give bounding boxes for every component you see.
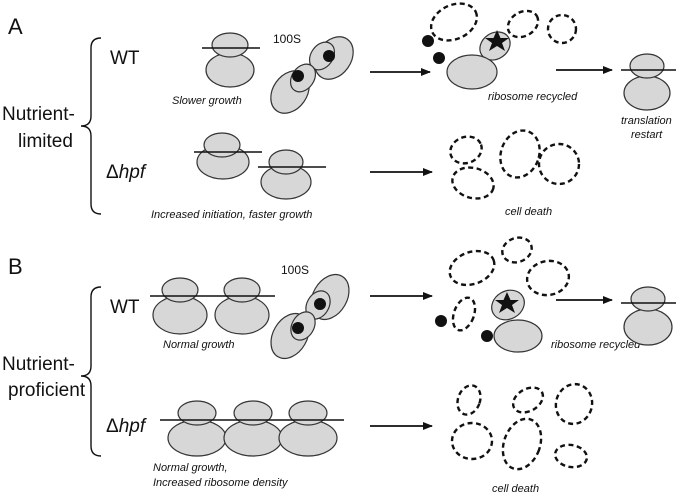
panel-a: A Nutrient- limited WT Δhpf 100S Slower …: [2, 2, 676, 221]
panel-b-death-label: cell death: [492, 483, 539, 495]
panel-b-wt-caption: Normal growth: [163, 339, 235, 351]
panel-a-mutant-caption: Increased initiation, faster growth: [151, 209, 312, 221]
panel-b-mutant-polysome: [160, 400, 344, 457]
panel-b-bracket: [80, 286, 102, 457]
panel-b-recycled-label: ribosome recycled: [551, 339, 641, 351]
hpf-dot: [422, 35, 434, 47]
panel-a-letter: A: [8, 14, 23, 39]
panel-b: B Nutrient- proficient WT Δhpf Normal gr…: [2, 236, 676, 495]
panel-a-100s-label: 100S: [273, 32, 301, 46]
panel-a-restart-ribosome: [621, 53, 676, 111]
panel-a-recycled-cluster: [422, 2, 578, 90]
panel-a-mutant-ribosome-2: [258, 149, 326, 200]
panel-b-100s-dimer: [270, 273, 350, 360]
hpf-dot: [435, 315, 447, 327]
panel-b-letter: B: [8, 254, 23, 279]
panel-b-mutant-label: Δhpf: [106, 416, 147, 437]
panel-a-restart-line1: translation: [621, 115, 672, 127]
panel-a-condition-line2: limited: [18, 131, 73, 152]
hpf-dot: [433, 52, 445, 64]
panel-b-100s-label: 100S: [281, 263, 309, 277]
panel-b-condition-line2: proficient: [8, 380, 86, 401]
panel-a-restart-line2: restart: [631, 129, 663, 141]
hpf-dot: [292, 322, 304, 334]
panel-b-mutant-caption-line1: Normal growth,: [153, 462, 228, 474]
panel-a-100s-dimer: [270, 36, 354, 114]
panel-b-condition-line1: Nutrient-: [2, 354, 75, 375]
hpf-dot: [314, 298, 326, 310]
panel-a-condition-line1: Nutrient-: [2, 104, 75, 125]
panel-b-dead-cluster: [450, 382, 594, 471]
panel-a-wt-label: WT: [110, 48, 140, 69]
panel-a-mutant-label: Δhpf: [106, 162, 147, 183]
panel-b-wt-label: WT: [110, 297, 140, 318]
hpf-dot: [323, 50, 335, 62]
panel-a-wt-caption: Slower growth: [172, 95, 242, 107]
star-icon: [495, 292, 519, 313]
panel-a-bracket: [80, 37, 102, 215]
panel-a-wt-ribosome: [202, 32, 260, 88]
panel-a-death-label: cell death: [505, 206, 552, 218]
panel-b-recycled-cluster: [435, 236, 571, 353]
panel-b-wt-polysome: [150, 277, 275, 335]
hpf-dot: [292, 70, 304, 82]
panel-b-restart-ribosome: [621, 286, 676, 346]
panel-a-recycled-label: ribosome recycled: [488, 91, 578, 103]
panel-a-dead-cluster: [449, 129, 581, 200]
panel-b-mutant-caption-line2: Increased ribosome density: [153, 477, 289, 489]
star-icon: [485, 30, 509, 51]
hpf-dot: [481, 330, 493, 342]
panel-a-mutant-ribosome-1: [194, 132, 262, 180]
